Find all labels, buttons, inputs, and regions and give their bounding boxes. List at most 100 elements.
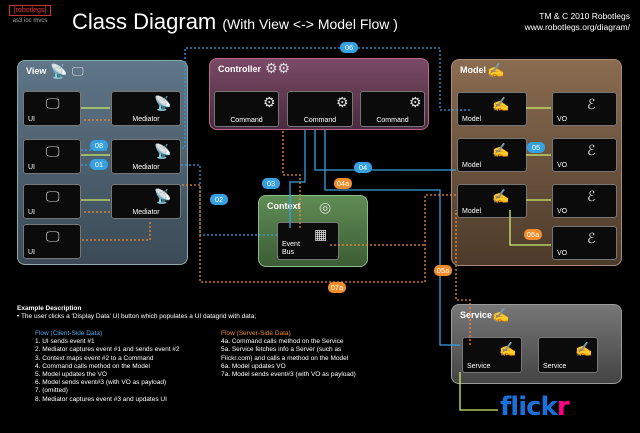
step-badge: 01 bbox=[90, 159, 108, 170]
service-group-label: Service bbox=[460, 310, 493, 320]
update-arrow bbox=[82, 222, 151, 241]
vo-box-3: ℰ VO bbox=[552, 184, 617, 218]
context-group: Context ◎ ▦ Event Bus bbox=[258, 195, 368, 267]
server-step: 4a. Command calls method on the Service bbox=[221, 338, 344, 346]
vo-box-1: ℰ VO bbox=[552, 92, 617, 126]
server-step: 6a. Model updates VO bbox=[221, 362, 286, 370]
step-badge: 08 bbox=[90, 140, 108, 151]
gears-icon: ⚙⚙ bbox=[265, 60, 291, 76]
model-group: Model ✍ ✍ Model ✍ Model ✍ Model ℰ VO ℰ V… bbox=[451, 59, 622, 266]
client-step: 8. Mediator captures event #3 and update… bbox=[35, 395, 167, 403]
robot-arm-icon: ✍ bbox=[492, 142, 510, 158]
step-05a-arrow bbox=[455, 210, 471, 345]
client-step: 2. Mediator captures event #1 and sends … bbox=[35, 346, 180, 354]
robot-arm-icon: ✍ bbox=[499, 341, 517, 357]
step-badge: 02 bbox=[210, 194, 228, 205]
robot-arm-icon: ✍ bbox=[492, 307, 510, 323]
monitor-icon: 🖵 bbox=[46, 228, 60, 244]
event-bus-label: Event Bus bbox=[282, 241, 300, 256]
step-07a-arrow bbox=[181, 184, 456, 283]
server-flow-heading: Flow (Server-Side Data) bbox=[221, 330, 291, 337]
model-box-3: ✍ Model bbox=[457, 184, 527, 218]
film-reel-icon: ◎ bbox=[319, 199, 332, 215]
client-step: 6. Model sends event#3 (with VO as paylo… bbox=[35, 379, 167, 387]
robot-arm-icon: ✍ bbox=[492, 188, 510, 204]
mediator-box-2: 📡 Mediator bbox=[111, 139, 181, 174]
monitor-icon: 🖵 bbox=[46, 95, 60, 111]
gear-icon: ⚙ bbox=[409, 94, 422, 110]
server-flow: Flow (Server-Side Data) 4a. Command call… bbox=[221, 330, 421, 379]
model-vo-link bbox=[509, 210, 551, 246]
command-box-1: ⚙ Command bbox=[214, 91, 279, 127]
example-description: Example Description • The user clicks a … bbox=[17, 305, 437, 423]
step-02-arrow bbox=[181, 164, 278, 236]
model-box-2: ✍ Model bbox=[457, 138, 527, 172]
model-label: Model bbox=[462, 116, 482, 123]
mediator-label: Mediator bbox=[132, 209, 160, 216]
credit-line2: www.robotlegs.org/diagram/ bbox=[524, 22, 630, 32]
controller-group-label: Controller bbox=[218, 64, 262, 74]
satellite-icon: 📡 bbox=[154, 95, 172, 111]
ui-label: UI bbox=[28, 249, 35, 256]
ui-box-1: 🖵 UI bbox=[23, 91, 81, 126]
vo-label: VO bbox=[557, 162, 568, 169]
server-step: 5a. Service fetches info a Server (such … bbox=[221, 346, 342, 354]
robot-arm-icon: ✍ bbox=[487, 62, 505, 78]
step-04a-arrow bbox=[324, 130, 460, 346]
model-label: Model bbox=[462, 162, 482, 169]
event-bus-box: ▦ Event Bus bbox=[277, 222, 339, 260]
ui-label: UI bbox=[28, 116, 35, 123]
title-sub: (With View <-> Model Flow ) bbox=[222, 16, 398, 32]
mediator-box-1: 📡 Mediator bbox=[111, 91, 181, 126]
step-06-arrow bbox=[181, 47, 470, 149]
ui-box-2: 🖵 UI bbox=[23, 139, 81, 174]
mediator-label: Mediator bbox=[132, 116, 160, 123]
robot-arm-icon: ✍ bbox=[575, 341, 593, 357]
step-badge: 05 bbox=[527, 142, 545, 153]
service-label: Service bbox=[543, 363, 567, 370]
arm-icon: ℰ bbox=[587, 142, 596, 158]
satellite-icon: 📡 bbox=[50, 63, 68, 79]
client-step: 3. Context maps event #2 to a Command bbox=[35, 354, 154, 362]
vo-box-4: ℰ VO bbox=[552, 226, 617, 260]
controller-group: Controller ⚙⚙ ⚙ Command ⚙ Command ⚙ Comm… bbox=[209, 58, 429, 130]
client-flow-heading: Flow (Client-Side Data) bbox=[35, 330, 103, 337]
service-box-2: ✍ Service bbox=[538, 337, 598, 373]
step-badge: 06 bbox=[340, 42, 358, 53]
robot-arm-icon: ✍ bbox=[492, 96, 510, 112]
arm-icon: ℰ bbox=[587, 188, 596, 204]
robotlegs-logo: [robotlegs] as3 ioc mvcs bbox=[9, 5, 51, 35]
flickr-part2: r bbox=[556, 392, 570, 422]
logo-tagline: as3 ioc mvcs bbox=[12, 18, 48, 24]
server-step: Flickr.com) and calls a method on the Mo… bbox=[221, 354, 349, 362]
step-badge: 05a bbox=[434, 265, 452, 276]
logo-brand: [robotlegs] bbox=[9, 5, 51, 16]
model-box-1: ✍ Model bbox=[457, 92, 527, 126]
client-flow: Flow (Client-Side Data) 1. UI sends even… bbox=[35, 330, 215, 404]
vo-label: VO bbox=[557, 208, 568, 215]
description-heading: Example Description bbox=[17, 305, 82, 312]
view-group-label: View bbox=[26, 66, 47, 76]
circuit-board-icon: ▦ bbox=[314, 226, 328, 242]
satellite-icon: 📡 bbox=[154, 188, 172, 204]
ui-box-4: 🖵 UI bbox=[23, 224, 81, 259]
credit-line1: TM & C 2010 Robotlegs bbox=[539, 11, 630, 21]
step-badge: 06a bbox=[524, 229, 542, 240]
arm-icon: ℰ bbox=[587, 230, 596, 246]
monitor-icon: 🖵 bbox=[46, 143, 60, 159]
vo-label: VO bbox=[557, 250, 568, 257]
client-step: 4. Command calls method on the Model bbox=[35, 362, 150, 370]
command-label: Command bbox=[230, 117, 263, 124]
description-intro: • The user clicks a 'Display Data' UI bu… bbox=[17, 313, 257, 321]
command-box-2: ⚙ Command bbox=[287, 91, 353, 127]
ui-box-3: 🖵 UI bbox=[23, 184, 81, 219]
page-title: Class Diagram (With View <-> Model Flow … bbox=[72, 9, 398, 35]
command-label: Command bbox=[376, 117, 409, 124]
vo-label: VO bbox=[557, 116, 568, 123]
flickr-logo: flickr bbox=[500, 392, 570, 422]
client-step: 5. Model updates the VO bbox=[35, 371, 107, 379]
server-step: 7a. Model sends event#3 (with VO as payl… bbox=[221, 371, 356, 379]
flickr-part1: flick bbox=[500, 392, 558, 422]
arm-icon: ℰ bbox=[587, 96, 596, 112]
